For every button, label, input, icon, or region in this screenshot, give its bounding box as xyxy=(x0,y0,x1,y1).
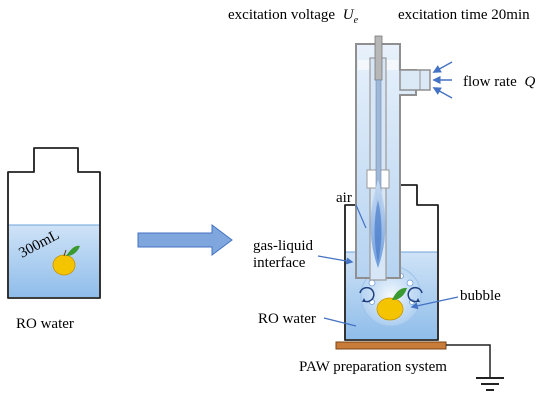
system-label: PAW preparation system xyxy=(299,359,447,375)
air-pointer xyxy=(355,204,367,229)
transfer-arrow xyxy=(137,224,233,256)
left-bottle: 300mL xyxy=(7,147,101,299)
flow-arrows xyxy=(432,61,453,99)
ro-water-right-label: RO water xyxy=(258,311,316,327)
excitation-time-label: excitation time 20min xyxy=(398,7,530,23)
gas-liquid-label: gas-liquid xyxy=(253,238,313,254)
interface-pointer xyxy=(317,255,354,265)
ground-connection xyxy=(446,344,504,391)
bubble-pointer xyxy=(410,296,459,310)
interface-label: interface xyxy=(253,255,306,271)
air-label: air xyxy=(336,190,352,206)
flow-rate-label: flow rate Q xyxy=(463,74,535,90)
heating-plate xyxy=(335,341,447,350)
bubble-label: bubble xyxy=(460,288,501,304)
ro-water-left-label: RO water xyxy=(16,316,74,332)
left-fruit xyxy=(52,245,80,276)
excitation-voltage-label: excitation voltage Ue xyxy=(228,7,359,26)
right-fruit xyxy=(376,287,407,321)
ro-water-pointer xyxy=(323,317,357,327)
